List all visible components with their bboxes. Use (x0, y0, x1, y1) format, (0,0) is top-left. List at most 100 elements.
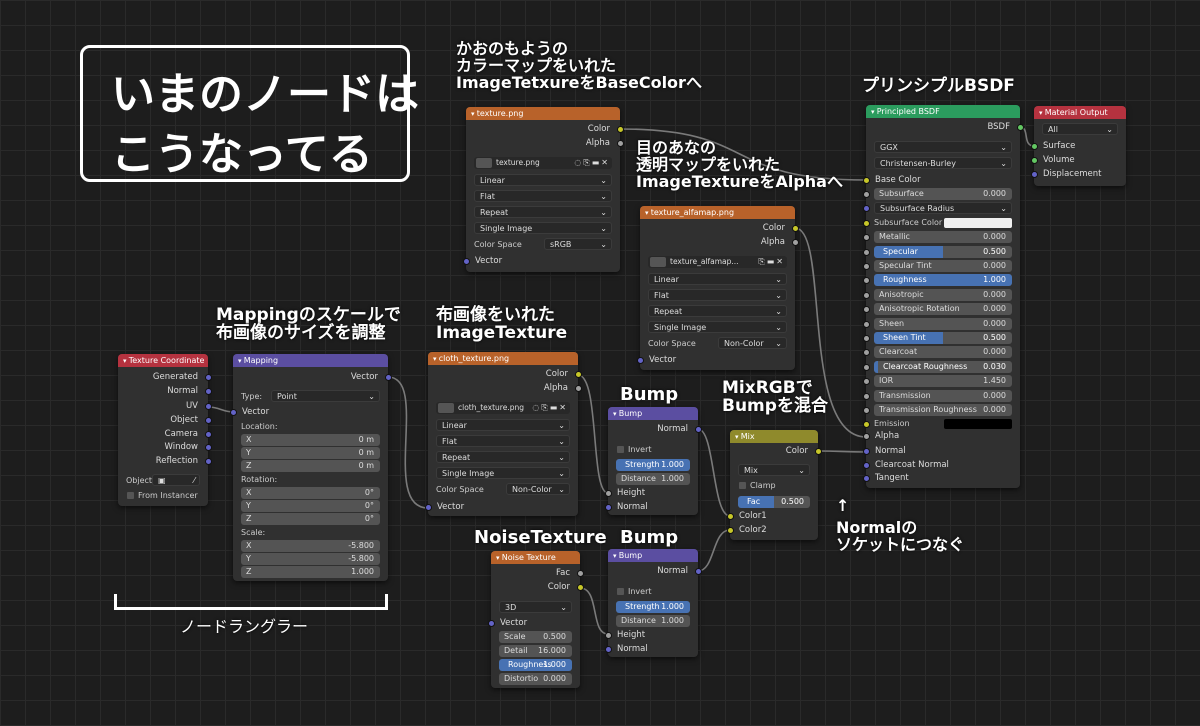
socket-normal-out[interactable]: Normal (608, 565, 702, 578)
dropdown[interactable]: Subsurface Radius⌄ (874, 202, 1012, 215)
socket[interactable] (424, 504, 432, 511)
colorspace-dropdown[interactable]: Non-Color⌄ (718, 337, 787, 349)
object-picker[interactable]: ▣⁄ (152, 474, 200, 486)
eyedropper-icon[interactable]: ⁄ (193, 476, 195, 485)
socket[interactable] (204, 444, 212, 451)
socket-vector-in[interactable]: Vector (487, 617, 580, 630)
socket-normal-in[interactable]: Normal (862, 445, 1020, 458)
source-dropdown[interactable]: Single Image⌄ (474, 222, 612, 234)
socket[interactable] (616, 126, 624, 133)
socket[interactable] (1030, 157, 1038, 164)
source-dropdown[interactable]: Single Image⌄ (436, 467, 570, 479)
socket-normal[interactable]: Normal (118, 385, 212, 398)
socket[interactable] (862, 277, 870, 285)
socket-normal-in[interactable]: Normal (604, 643, 698, 656)
socket[interactable] (814, 448, 822, 455)
socket[interactable] (462, 258, 470, 265)
from-instancer-checkbox[interactable]: From Instancer (127, 491, 198, 500)
socket[interactable] (862, 248, 870, 256)
socket-uv[interactable]: UV (118, 400, 212, 413)
socket[interactable] (862, 205, 870, 213)
node-header[interactable]: texture_alfamap.png (640, 206, 795, 219)
socket-height-in[interactable]: Height (604, 487, 698, 500)
socket[interactable] (604, 646, 612, 653)
socket[interactable] (604, 490, 612, 497)
extension-dropdown[interactable]: Repeat⌄ (648, 305, 787, 317)
invert-checkbox[interactable]: Invert (617, 587, 652, 596)
socket-color1-in[interactable]: Color1 (726, 510, 818, 523)
node-header[interactable]: Bump (608, 407, 698, 420)
socket[interactable] (487, 620, 495, 627)
socket[interactable] (574, 385, 582, 392)
node-material-output[interactable]: Material Output All⌄ Surface Volume Disp… (1030, 106, 1126, 186)
socket[interactable] (862, 433, 870, 440)
socket[interactable] (204, 374, 212, 381)
bsdf-field-subsurface-color[interactable]: Subsurface Color (862, 217, 1020, 230)
socket-displacement-in[interactable]: Displacement (1030, 168, 1126, 181)
interpolation-dropdown[interactable]: Linear⌄ (474, 174, 612, 186)
node-header[interactable]: Principled BSDF (866, 105, 1020, 118)
socket[interactable] (574, 371, 582, 378)
socket-clearcoat-normal-in[interactable]: Clearcoat Normal (862, 459, 1020, 472)
scale-y[interactable]: Y-5.800 (241, 553, 380, 565)
dimensions-dropdown[interactable]: 3D⌄ (499, 601, 572, 613)
socket[interactable] (862, 421, 870, 429)
socket-tangent-in[interactable]: Tangent (862, 472, 1020, 485)
socket[interactable] (229, 409, 237, 416)
node-header[interactable]: Mix (730, 430, 818, 443)
socket-generated[interactable]: Generated (118, 371, 212, 384)
socket[interactable] (604, 504, 612, 511)
color-swatch[interactable] (944, 217, 1012, 228)
node-header[interactable]: Texture Coordinate (118, 354, 208, 367)
socket[interactable] (862, 363, 870, 371)
socket-color-out[interactable]: Color (428, 368, 582, 381)
node-texture-coordinate[interactable]: Texture Coordinate Generated Normal UV O… (118, 354, 212, 506)
socket[interactable] (1030, 171, 1038, 178)
socket-alpha-out[interactable]: Alpha (428, 382, 582, 395)
image-selector[interactable]: texture.png◌⎘▬✕ (474, 157, 612, 169)
projection-dropdown[interactable]: Flat⌄ (474, 190, 612, 202)
socket[interactable] (862, 378, 870, 386)
socket-base-color[interactable]: Base Color (862, 174, 1020, 187)
socket[interactable] (1030, 143, 1038, 150)
node-texture-alfamap[interactable]: texture_alfamap.png Color Alpha texture_… (636, 206, 799, 370)
socket[interactable] (862, 392, 870, 400)
socket-normal-out[interactable]: Normal (608, 423, 702, 436)
socket[interactable] (862, 177, 870, 184)
socket[interactable] (204, 403, 212, 410)
socket[interactable] (576, 570, 584, 577)
socket-alpha-out[interactable]: Alpha (640, 236, 799, 249)
type-dropdown[interactable]: Point⌄ (271, 390, 380, 402)
socket-vector-out[interactable]: Vector (233, 371, 392, 384)
projection-dropdown[interactable]: Flat⌄ (648, 289, 787, 301)
socket[interactable] (862, 448, 870, 455)
